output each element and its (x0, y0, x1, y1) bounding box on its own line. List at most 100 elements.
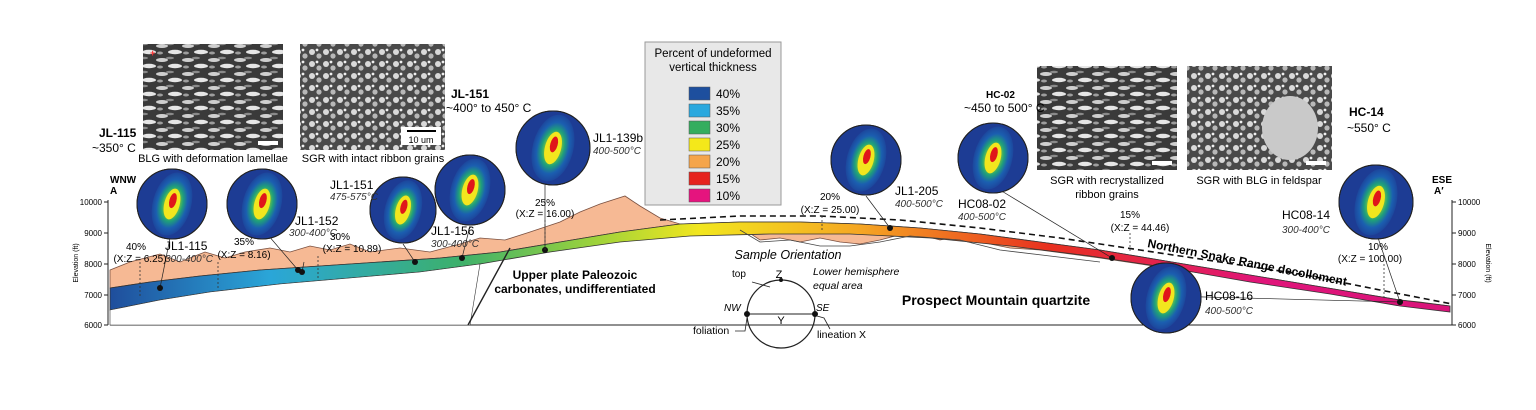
orientation-nw: NW (724, 303, 742, 314)
legend-label: 10% (716, 189, 740, 203)
micrograph-3 (1037, 66, 1177, 170)
strain-percent: 40% (126, 242, 146, 253)
legend-swatch (688, 154, 711, 169)
strain-percent: 10% (1368, 242, 1388, 253)
left-axis-tick: 7000 (84, 291, 102, 300)
stereonet-name: JL1-156 (431, 224, 475, 238)
left-axis-tick: 8000 (84, 260, 102, 269)
strain-percent: 25% (535, 198, 555, 209)
legend-swatch (688, 171, 711, 186)
legend-label: 20% (716, 155, 740, 169)
legend: Percent of undeformed vertical thickness… (644, 41, 782, 206)
sample-point (299, 269, 305, 275)
strain-xz: (X:Z = 25.00) (801, 205, 860, 216)
strain-xz: (X:Z = 100.00) (1338, 254, 1402, 265)
stereonet-name: JL1-205 (895, 184, 939, 198)
sample-JL-151-id: JL-151 (451, 87, 489, 101)
stereonet-temp: 400-500°C (593, 146, 642, 157)
legend-swatch (688, 103, 711, 118)
stereonet-name: JL1-152 (295, 214, 339, 228)
sample-JL-115-temp: ~350° C (92, 141, 136, 155)
stereonet-temp: 300-400°C (165, 254, 214, 265)
strain-xz: (X:Z = 44.46) (1111, 223, 1170, 234)
sample-HC-14-temp: ~550° C (1347, 121, 1391, 135)
sample-HC-14-id: HC-14 (1349, 105, 1384, 119)
sample-point (887, 225, 893, 231)
stereonet-JL1-139b (515, 110, 591, 186)
legend-title-line1: Percent of undeformed (655, 48, 772, 60)
micrograph-4-caption: SGR with BLG in feldspar (1196, 175, 1322, 187)
micrograph-2-caption: SGR with intact ribbon grains (302, 153, 445, 165)
stereonet-name: HC08-14 (1282, 208, 1330, 222)
strain-xz: (X:Z = 10.89) (323, 244, 382, 255)
stereonet-HC08-14 (1338, 164, 1414, 240)
legend-box (644, 41, 782, 206)
stereonet-temp: 400-500°C (1205, 306, 1254, 317)
stereonet-temp: 475-575°C (330, 192, 379, 203)
legend-label: 15% (716, 172, 740, 186)
stereonet-JL1-156 (434, 154, 506, 226)
right-axis-tick: 7000 (1458, 291, 1476, 300)
micrograph-4 (1187, 66, 1332, 170)
micrograph-1: + (143, 44, 283, 150)
strain-percent: 20% (820, 192, 840, 203)
legend-title-line2: vertical thickness (669, 62, 757, 74)
sample-HC-02-temp: ~450 to 500° C (964, 101, 1045, 115)
orientation-hemi-line1: Lower hemisphere (813, 266, 900, 278)
sample-point (1109, 255, 1115, 261)
strain-percent: 15% (1120, 210, 1140, 221)
stereonet-name: JL1-151 (330, 178, 374, 192)
left-axis-tick: 9000 (84, 229, 102, 238)
sample-point (459, 255, 465, 261)
quartzite-label: Prospect Mountain quartzite (902, 292, 1090, 308)
left-direction: WNW (110, 175, 137, 186)
upper-plate-label-line1: Upper plate Paleozoic (513, 268, 638, 282)
stereonet-temp: 400-500°C (895, 199, 944, 210)
legend-label: 25% (716, 138, 740, 152)
right-axis-tick: 10000 (1458, 198, 1481, 207)
orientation-title: Sample Orientation (734, 248, 841, 262)
orientation-y: Y (777, 315, 785, 327)
right-axis-tick: 8000 (1458, 260, 1476, 269)
stereonet-JL1-205 (830, 124, 902, 196)
sample-point (1397, 299, 1403, 305)
stereonet-name: JL1-139b (593, 131, 643, 145)
leader-line (865, 195, 891, 229)
scale-bar (258, 141, 278, 145)
stereonet-name: JL1-115 (165, 239, 208, 253)
leader-line (999, 189, 1113, 259)
sample-HC-02-id: HC-02 (986, 90, 1015, 101)
stereonet-JL1-152 (226, 168, 298, 240)
sample-orientation: Sample Orientation Lower hemisphere equa… (693, 248, 900, 349)
strain-percent: 35% (234, 237, 254, 248)
leader-line (402, 243, 416, 263)
right-direction: ESE (1432, 175, 1452, 186)
left-axis-tick: 10000 (80, 198, 103, 207)
stereonet-temp: 300-400°C (1282, 225, 1331, 236)
legend-label: 40% (716, 87, 740, 101)
leader-line (1375, 231, 1401, 303)
sample-point (157, 285, 163, 291)
strain-xz: (X:Z = 6.25) (113, 254, 166, 265)
strain-xz: (X:Z = 16.00) (516, 209, 575, 220)
strain-xz: (X:Z = 8.16) (217, 250, 270, 261)
orientation-hemi-line2: equal area (813, 280, 863, 292)
micrograph-3-caption-line1: SGR with recrystallized (1050, 175, 1164, 187)
right-axis-tick: 6000 (1458, 321, 1476, 330)
orientation-lineation: lineation X (817, 329, 866, 341)
stereonet-temp: 400-500°C (958, 212, 1007, 223)
micrograph-1-caption: BLG with deformation lamellae (138, 153, 288, 165)
stereonet-HC08-02 (957, 122, 1029, 194)
stereonet-HC08-16 (1130, 262, 1202, 334)
micrograph-3-caption-line2: ribbon grains (1075, 189, 1139, 201)
legend-swatch (688, 120, 711, 135)
micrograph-2-scale: 10 um (408, 135, 433, 145)
upper-plate-label-line2: carbonates, undifferentiated (494, 282, 655, 296)
stereonet-name: HC08-16 (1205, 289, 1253, 303)
orientation-foliation: foliation (693, 325, 729, 337)
legend-swatch (688, 188, 711, 203)
legend-swatch (688, 137, 711, 152)
svg-text:+: + (150, 48, 155, 58)
right-axis-label: Elevation (ft) (1484, 243, 1491, 282)
